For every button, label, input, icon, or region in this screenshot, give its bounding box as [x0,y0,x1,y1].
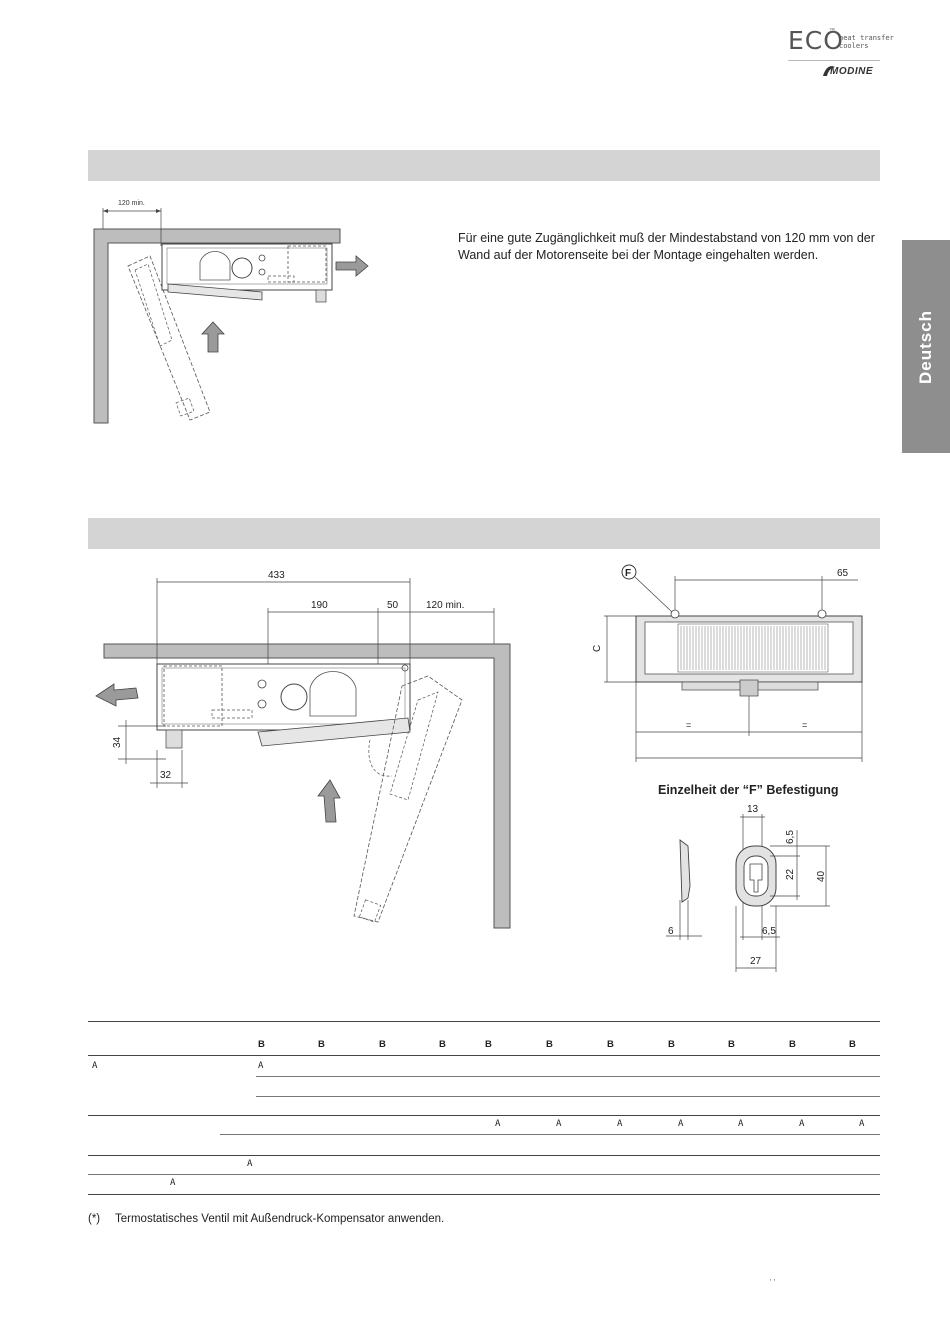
dim-27: 27 [750,956,762,967]
clearance-dim-label: 120 min. [118,200,145,207]
table-rule-group1 [88,1115,880,1116]
dim-50: 50 [387,600,399,611]
table-header-b: B [439,1039,446,1050]
dim-40: 40 [816,870,827,882]
table-header-b: B [849,1039,856,1050]
section-2-header-band [88,518,880,549]
eco-logo: ECO [788,26,844,55]
table-row1-label: A [92,1061,98,1071]
dim-65: 65 [837,568,849,579]
dim-6-5-bottom: 6,5 [762,926,776,937]
table-header-b: B [546,1039,553,1050]
dim-eq-left: = [686,720,691,730]
table-rule-group3 [88,1174,880,1175]
logo-tagline-line1: heat transfer [839,34,894,42]
dim-433: 433 [268,570,285,581]
modine-logo: MODINE [830,66,873,77]
table-rule-header [88,1055,880,1056]
section-1-header-band [88,150,880,181]
dim-13: 13 [747,804,759,815]
coil-fins [677,623,829,673]
dim-120-min: 120 min. [426,600,464,611]
table-row3-cell: A [738,1119,744,1129]
table-row3-cell: A [678,1119,684,1129]
table-header-b: B [485,1039,492,1050]
logo-divider [788,60,880,61]
modine-swoosh-icon [823,66,835,76]
table-row3-cell: A [617,1119,623,1129]
page-mark: ' ' [770,1278,776,1287]
table-header-b: B [728,1039,735,1050]
footnote: (*) Termostatisches Ventil mit Außendruc… [88,1213,444,1225]
footnote-text: Termostatisches Ventil mit Außendruck-Ko… [115,1213,445,1225]
dim-c: C [592,645,603,652]
callout-f: F [625,568,631,579]
table-row3-cell: A [556,1119,562,1129]
table-row6-cell: A [170,1178,176,1188]
table-header-b: B [607,1039,614,1050]
table-header-b: B [668,1039,675,1050]
table-rule-group2 [88,1155,880,1156]
table-row1-value: A [258,1061,264,1071]
clearance-instruction-text: Für eine gute Zugänglichkeit muß der Min… [458,231,875,262]
table-row5-cell: A [247,1159,253,1169]
logo-tagline: heat transfer coolers [839,34,894,50]
table-header-b: B [318,1039,325,1050]
table-rule-bottom [88,1194,880,1195]
logo-tagline-line2: coolers [839,42,869,50]
table-rule-sub2 [256,1096,880,1097]
table-row3-cell: A [859,1119,865,1129]
table-row3-cell: A [495,1119,501,1129]
table-header-b: B [789,1039,796,1050]
table-rule-top [88,1021,880,1022]
dim-6-5-top: 6,5 [785,830,796,844]
table-rule-sub3 [220,1134,880,1135]
dim-34: 34 [112,736,123,748]
table-header-b: B [379,1039,386,1050]
language-tab: Deutsch [902,240,950,453]
table-header-b: B [258,1039,265,1050]
trademark-mark: ™ [829,28,835,34]
detail-f-title: Einzelheit der “F” Befestigung [658,783,839,797]
table-row3-cell: A [799,1119,805,1129]
dimension-diagram: 433 190 50 120 min. 34 32 F 65 C [95,564,863,972]
dim-6: 6 [668,926,674,937]
dim-eq-right: = [802,720,807,730]
installation-clearance-diagram: 120 min. [93,200,369,424]
dim-32: 32 [160,770,172,781]
dim-22: 22 [785,868,796,880]
footnote-mark: (*) [88,1213,101,1225]
dim-190: 190 [311,600,328,611]
table-rule-sub1 [256,1076,880,1077]
